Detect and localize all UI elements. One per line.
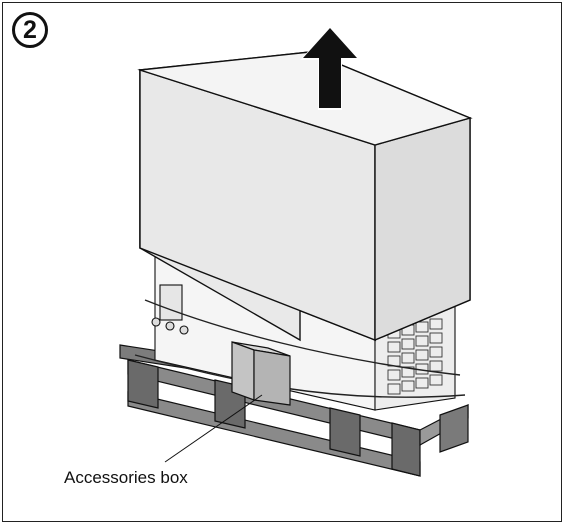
cover-top-main: [139, 51, 473, 146]
pallet-block: [391, 422, 421, 477]
up-arrow-icon: [300, 28, 360, 110]
pallet: [119, 344, 469, 477]
step-number-badge: 2: [12, 12, 48, 48]
service-panel: [159, 284, 183, 321]
accessories-box-label: Accessories box: [64, 468, 188, 487]
valve-icon: [179, 325, 189, 335]
packing-cover: [137, 51, 473, 342]
accessories-box-front: [231, 341, 255, 401]
valve-icon: [151, 317, 161, 327]
callout-leader-line: [164, 394, 263, 463]
cover-side-main: [374, 117, 471, 342]
valve-icon: [165, 321, 175, 331]
pallet-side-block: [439, 404, 469, 453]
accessories-box: [231, 341, 291, 406]
unit-grille: [387, 318, 443, 395]
step-number: 2: [23, 15, 37, 44]
strap: [144, 299, 461, 376]
pallet-block: [127, 359, 159, 409]
pallet-block: [329, 407, 361, 457]
accessories-box-side: [253, 349, 291, 406]
